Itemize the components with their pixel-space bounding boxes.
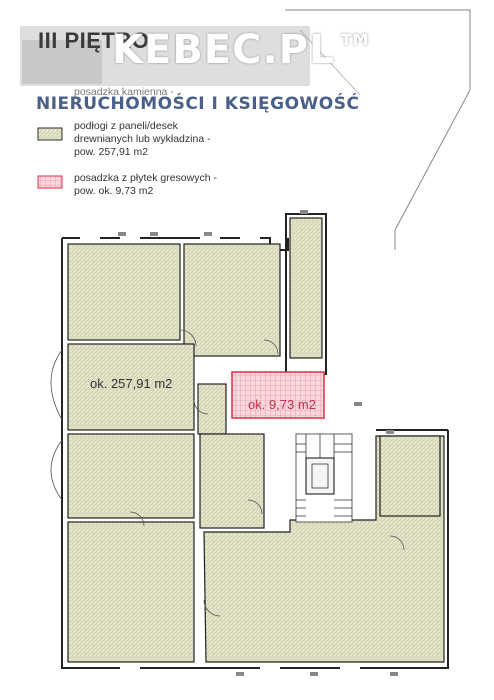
outer-outline	[285, 9, 471, 250]
watermark-brand: KEBEC.PL™	[112, 27, 377, 73]
room-tile-area	[231, 371, 325, 419]
room-bottom-left	[67, 521, 195, 663]
room-lower-left	[67, 433, 195, 519]
dimension-marks	[118, 210, 398, 676]
room-corridor-vertical	[199, 433, 265, 529]
legend-tile-line2: pow. ok. 9,73 m2	[74, 185, 154, 197]
legend-tile-text: posadzka z płytek gresowych - pow. ok. 9…	[74, 172, 217, 198]
legend-swatch-wood	[37, 127, 63, 141]
room-top-left	[67, 243, 181, 341]
staircase	[295, 433, 353, 523]
legend-wood-text: podłogi z paneli/desek drewnianych lub w…	[74, 120, 211, 159]
legend-wood-line2: drewnianych lub wykładzina -	[74, 133, 211, 145]
room-right-small	[379, 435, 441, 517]
windows	[50, 237, 360, 669]
rooms-wood	[67, 217, 445, 663]
room-top-middle	[183, 243, 281, 357]
door-swings	[129, 329, 405, 617]
legend-tile-line1: posadzka z płytek gresowych -	[74, 172, 217, 184]
outer-diagonal	[299, 29, 361, 96]
legend-swatch-tile	[37, 175, 63, 189]
legend-top-partial: posadzka kamienna -	[74, 86, 174, 98]
legend-wood-line3: pow. 257,91 m2	[74, 146, 149, 158]
room-mid-left	[67, 343, 195, 431]
room-right-column	[289, 217, 323, 359]
building-walls	[61, 213, 449, 669]
legend-wood-line1: podłogi z paneli/desek	[74, 120, 178, 132]
watermark-tagline: NIERUCHOMOŚCI I KSIĘGOWOŚĆ	[36, 94, 360, 114]
floor-title: III PIĘTRO	[38, 28, 150, 53]
watermark-logo-bars	[22, 40, 102, 84]
area-label-wood: ok. 257,91 m2	[90, 376, 173, 391]
area-label-tile: ok. 9,73 m2	[248, 397, 316, 412]
room-mid-corridor	[197, 383, 227, 435]
